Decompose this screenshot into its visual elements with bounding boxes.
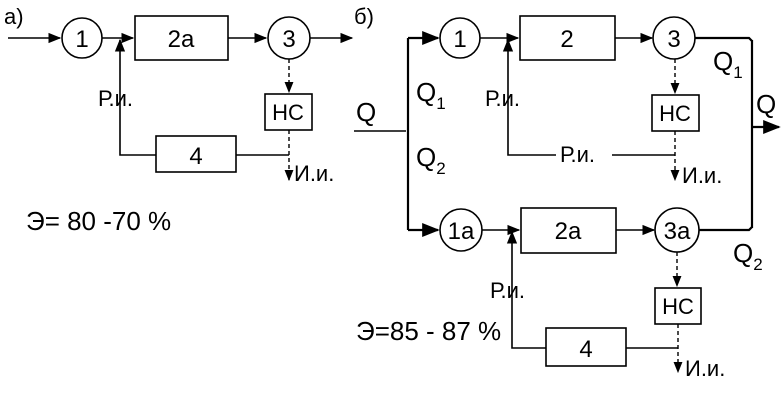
ri-label: Р.и. — [98, 86, 133, 111]
ri-label: Р.и. — [485, 86, 520, 111]
q-total-label: Q — [756, 89, 776, 119]
recycle-line — [506, 230, 546, 349]
input-q-label: Q — [356, 97, 376, 127]
box-2a-label: 2а — [168, 26, 195, 53]
node-1-label: 1 — [75, 26, 88, 53]
box-4 — [155, 135, 237, 173]
box-2-label: 2 — [560, 26, 573, 53]
node-3-label: 3 — [667, 26, 680, 53]
output-line — [695, 36, 753, 42]
node-3-label: 3 — [282, 26, 295, 53]
box-4-label: 4 — [579, 336, 592, 363]
ii-label: И.и. — [682, 163, 722, 188]
panel-b-label: б) — [354, 4, 374, 29]
q2-label: Q2 — [416, 142, 446, 178]
ns-box — [264, 93, 313, 131]
ri-label: Р.и. — [490, 278, 525, 303]
box-4-label: 4 — [189, 143, 202, 170]
ii-label: И.и. — [685, 356, 725, 381]
node-1a-label: 1а — [448, 218, 475, 245]
ns-box — [654, 287, 702, 325]
ii-label: И.и. — [294, 161, 334, 186]
ns-label: НС — [272, 100, 304, 125]
node-1-label: 1 — [453, 26, 466, 53]
ns-label: НС — [662, 294, 694, 319]
box-2 — [519, 15, 616, 61]
q2-out-label: Q2 — [733, 238, 763, 274]
q1-out-label: Q1 — [713, 46, 743, 82]
panel-a-label: а) — [4, 4, 24, 29]
recycle-line — [114, 38, 156, 156]
panel-b: б) Q Q1 Q2 1 2 3 Q1 НС И.и. Р.и. Р. — [354, 4, 781, 381]
ns-label: НС — [659, 101, 691, 126]
efficiency-b: Э=85 - 87 % — [356, 316, 501, 346]
q1-label: Q1 — [416, 77, 446, 113]
panel-a: а) 1 2а 3 НС И.и. 4 Р.и. Э= 80 — [4, 4, 354, 236]
box-4 — [545, 327, 627, 367]
recycle-line — [502, 38, 556, 156]
node-3a-label: 3а — [664, 218, 691, 245]
output-line — [699, 226, 753, 232]
efficiency-a: Э= 80 -70 % — [26, 206, 171, 236]
ns-box — [651, 94, 700, 132]
ri-mid-label: Р.и. — [560, 142, 595, 167]
box-2a-label: 2а — [555, 218, 582, 245]
box-2a — [134, 15, 229, 61]
